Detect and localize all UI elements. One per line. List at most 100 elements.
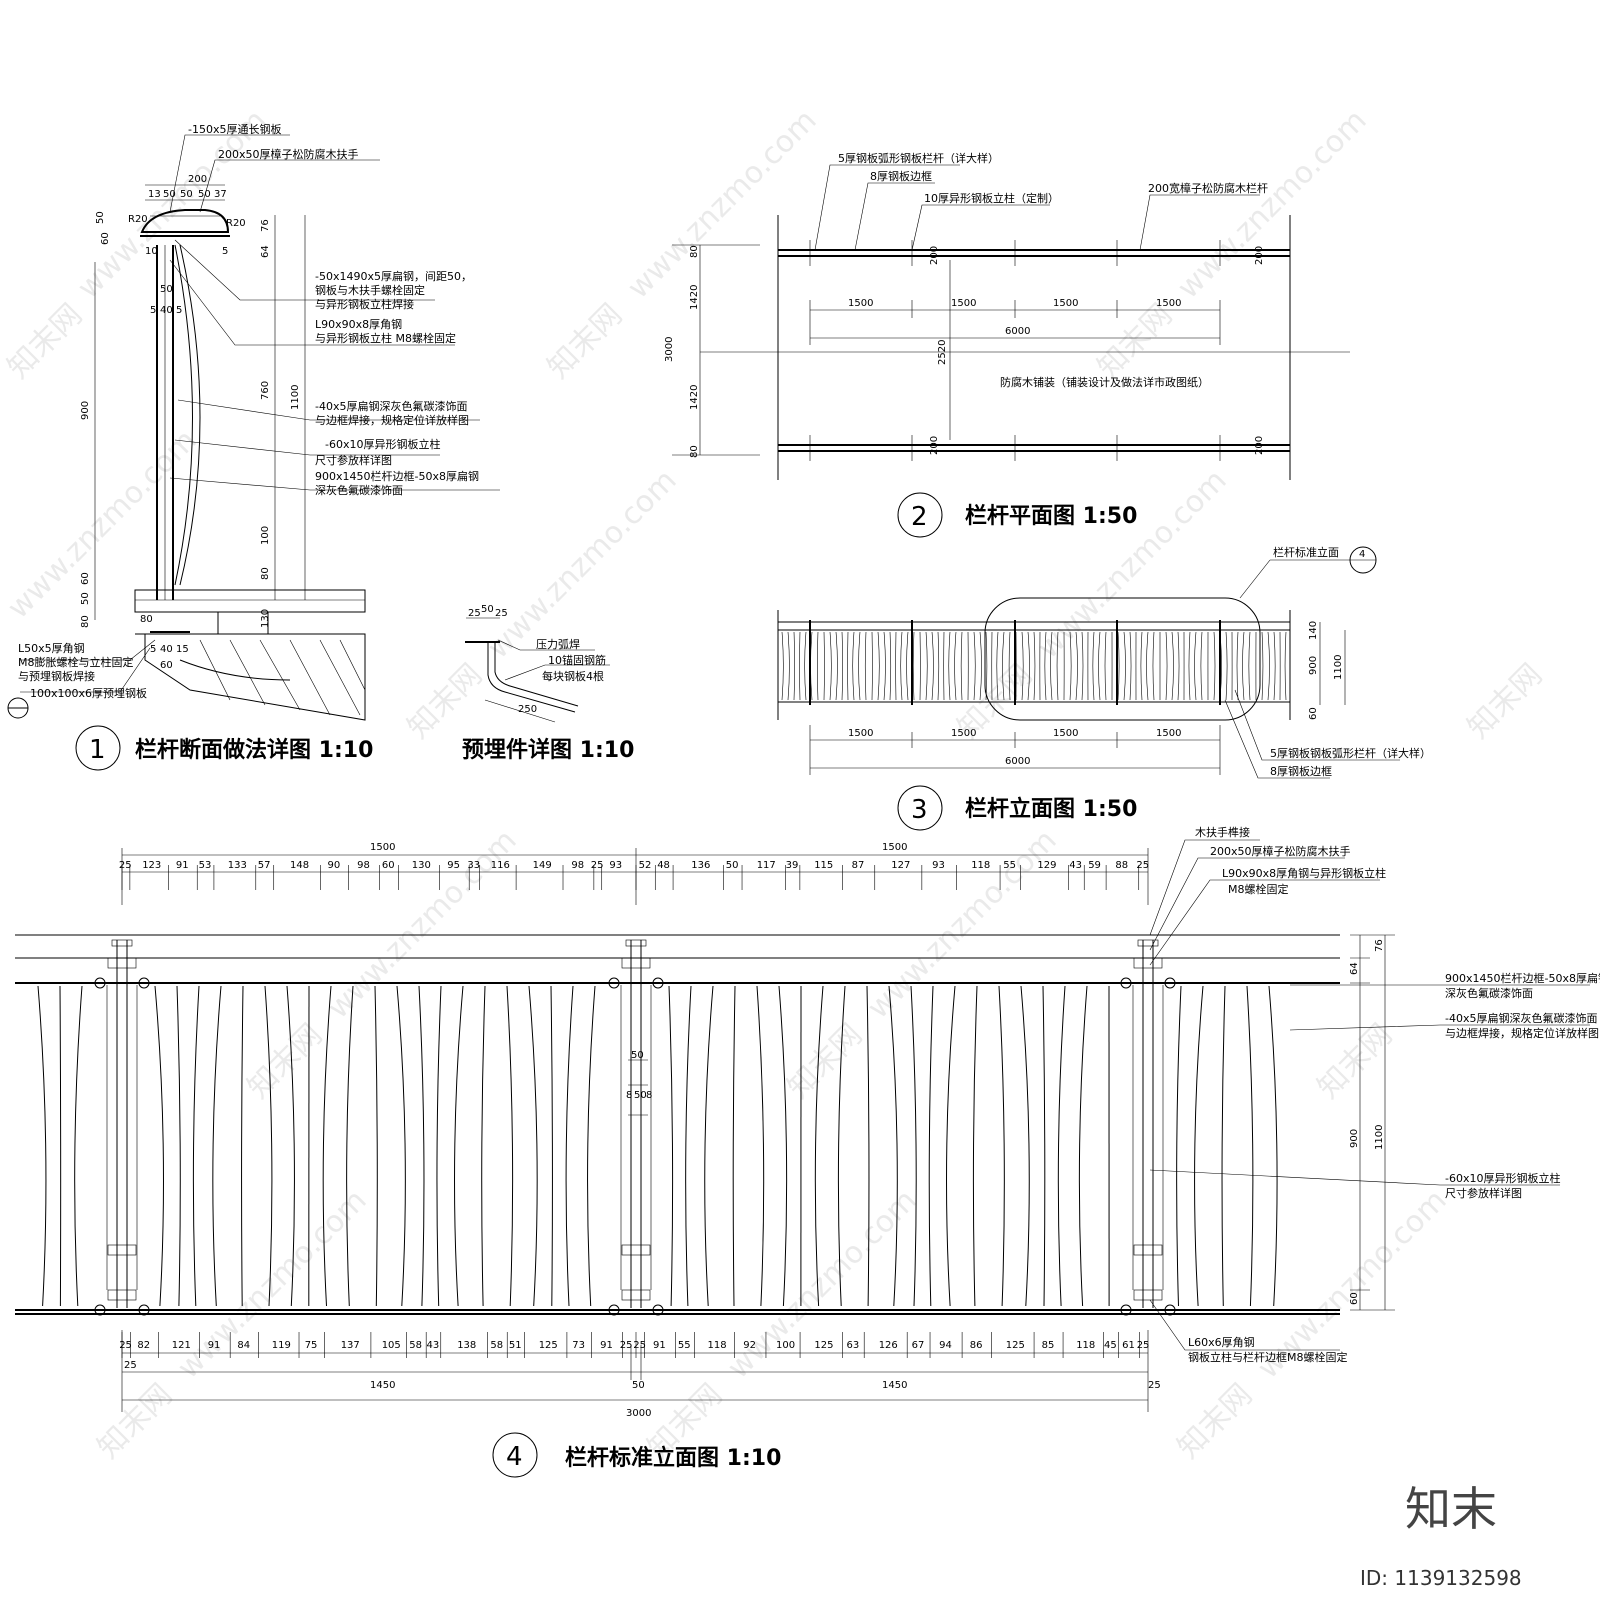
watermark-layer: 知末网 www.znzmo.com 知末网 www.znzmo.com 知末网 … [1, 103, 1549, 1466]
dim-text: 73 [572, 1340, 585, 1351]
dim-text: 200 [1254, 436, 1265, 455]
note-text: 钢板立柱与栏杆边框M8螺栓固定 [1188, 1350, 1348, 1364]
dim-text: 125 [539, 1340, 558, 1351]
dim-text: 80 [260, 567, 271, 580]
small-curved-bar [1284, 631, 1287, 701]
small-curved-bar [1152, 631, 1155, 701]
dim-text: 91 [600, 1340, 613, 1351]
dim-text: 91 [176, 860, 189, 871]
dim-text: 50 [180, 189, 193, 200]
dim-text: R20 [226, 218, 246, 229]
small-curved-bar [1098, 631, 1101, 701]
watermark-text: 知末网 [1311, 1017, 1399, 1105]
watermark-text: www.znzmo.com [171, 1183, 374, 1386]
dim-text: 76 [1374, 939, 1385, 952]
dim-text: 1500 [1156, 298, 1181, 309]
small-curved-bar [883, 631, 886, 701]
drawing-number: 2 [911, 502, 928, 532]
small-curved-bar [1177, 631, 1180, 701]
dim-text: 50 [160, 284, 173, 295]
dim-text: 13 [148, 189, 161, 200]
curved-bar [587, 985, 596, 1307]
curved-bar [778, 985, 788, 1307]
small-curved-bar [1056, 631, 1059, 701]
curved-bar [176, 985, 181, 1307]
dim-text: 900 [80, 401, 91, 420]
dim-text: 91 [208, 1340, 221, 1351]
dim-text: 5 [150, 305, 156, 316]
small-curved-bar [979, 631, 982, 701]
dim-text: 760 [260, 381, 271, 400]
dim-text: 130 [412, 860, 431, 871]
small-curved-bar [1165, 631, 1168, 701]
small-curved-bar [1104, 631, 1107, 701]
small-curved-bar [1140, 631, 1143, 701]
drawing-title: 栏杆断面做法详图 1:10 [135, 737, 373, 763]
dim-text: 60 [100, 232, 111, 245]
dim-text: 25 [633, 1340, 646, 1351]
dim-text: 57 [258, 860, 271, 871]
drawing-number: 4 [506, 1442, 523, 1472]
dim-text: 1500 [951, 298, 976, 309]
dim-text: 5 [176, 305, 182, 316]
note-text: 深灰色氟碳漆饰面 [1445, 986, 1533, 1000]
small-curved-bar [1200, 631, 1203, 701]
elevation-drawing: 栏杆标准立面 4 1500 1500 1500 1500 6000 140 90… [777, 545, 1431, 831]
small-curved-bar [829, 631, 832, 701]
drawing-number: 1 [89, 735, 106, 765]
small-curved-bar [1267, 631, 1270, 701]
small-curved-bar [1171, 631, 1174, 701]
dim-text: 25 [1137, 1340, 1150, 1351]
small-curved-bar [858, 631, 861, 701]
dim-text: 60 [160, 660, 173, 671]
small-curved-bar [1194, 631, 1197, 701]
note-text: 栏杆标准立面 [1273, 545, 1339, 559]
note-text: 与异形钢板立柱焊接 [315, 297, 414, 311]
curved-bar [888, 985, 898, 1307]
small-curved-bar [1050, 631, 1053, 701]
note-text: 900x1450栏杆边框-50x8厚扁钢 [315, 469, 479, 483]
small-curved-bar [1081, 631, 1084, 701]
dim-text: 93 [932, 860, 945, 871]
dim-text: 900 [1349, 1129, 1360, 1148]
small-curved-bar [804, 631, 807, 701]
dim-text: 94 [939, 1340, 952, 1351]
watermark-text: 知末网 [241, 1017, 329, 1105]
detail-callout [984, 597, 1261, 721]
small-curved-bar [1117, 631, 1120, 701]
curved-bar [481, 985, 486, 1307]
dim-text: 117 [757, 860, 776, 871]
dim-text: 1500 [848, 298, 873, 309]
note-text: 木扶手榫接 [1195, 825, 1250, 839]
dim-text: 80 [689, 245, 700, 258]
dim-text: 25 [1148, 1380, 1161, 1391]
dim-text: 50 [631, 1050, 644, 1061]
dim-text: 53 [199, 860, 212, 871]
id-label: ID: 1139132598 [1360, 1566, 1522, 1590]
dim-text: 93 [609, 860, 622, 871]
note-text: M8螺栓固定 [1228, 882, 1289, 896]
dim-text: 98 [357, 860, 370, 871]
small-curved-bar [1027, 631, 1030, 701]
note-text: 10厚异形钢板立柱（定制） [924, 191, 1059, 205]
dim-text: 1100 [1374, 1125, 1385, 1150]
small-curved-bar [1146, 631, 1149, 701]
dim-text: 43 [427, 1340, 440, 1351]
dim-text: 119 [272, 1340, 291, 1351]
curved-bar [1268, 985, 1278, 1307]
curved-bar [928, 985, 934, 1307]
dim-text: 1500 [882, 842, 907, 853]
plan-drawing: 1500 1500 1500 1500 6000 3000 1420 1420 … [664, 151, 1350, 538]
drawing-number-circle [492, 1432, 538, 1478]
dim-text: 88 [1115, 860, 1128, 871]
dim-text: 58 [490, 1340, 503, 1351]
dim-text: 250 [518, 704, 537, 715]
note-text: 尺寸参放样详图 [315, 453, 392, 467]
dim-text: 40 [160, 305, 173, 316]
small-curved-bar [864, 631, 867, 701]
dim-text: 118 [708, 1340, 727, 1351]
dim-text: 50 [481, 604, 494, 615]
note-text: -150x5厚通长钢板 [188, 122, 281, 136]
watermark-text: 知末网 [1461, 657, 1549, 745]
dim-text: 61 [1122, 1340, 1135, 1351]
